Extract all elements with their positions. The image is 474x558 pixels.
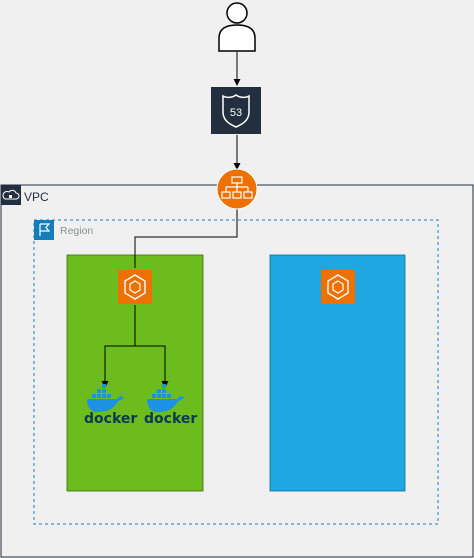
user-icon [218,2,256,52]
vpc-cloud-icon [1,185,21,205]
docker-label: docker [144,411,197,427]
connectors [104,52,238,383]
docker-icon: docker [84,384,137,427]
vpc-label: VPC [24,190,49,204]
region-label: Region [60,225,94,237]
ecs-icon [118,270,152,304]
docker-label: docker [84,411,137,427]
load-balancer-icon [216,168,258,210]
route53-label: 53 [230,107,242,119]
docker-icon: docker [144,384,197,427]
ecs-icon [321,270,355,304]
route53-icon: 53 [211,87,261,134]
region-flag-icon [34,220,54,240]
